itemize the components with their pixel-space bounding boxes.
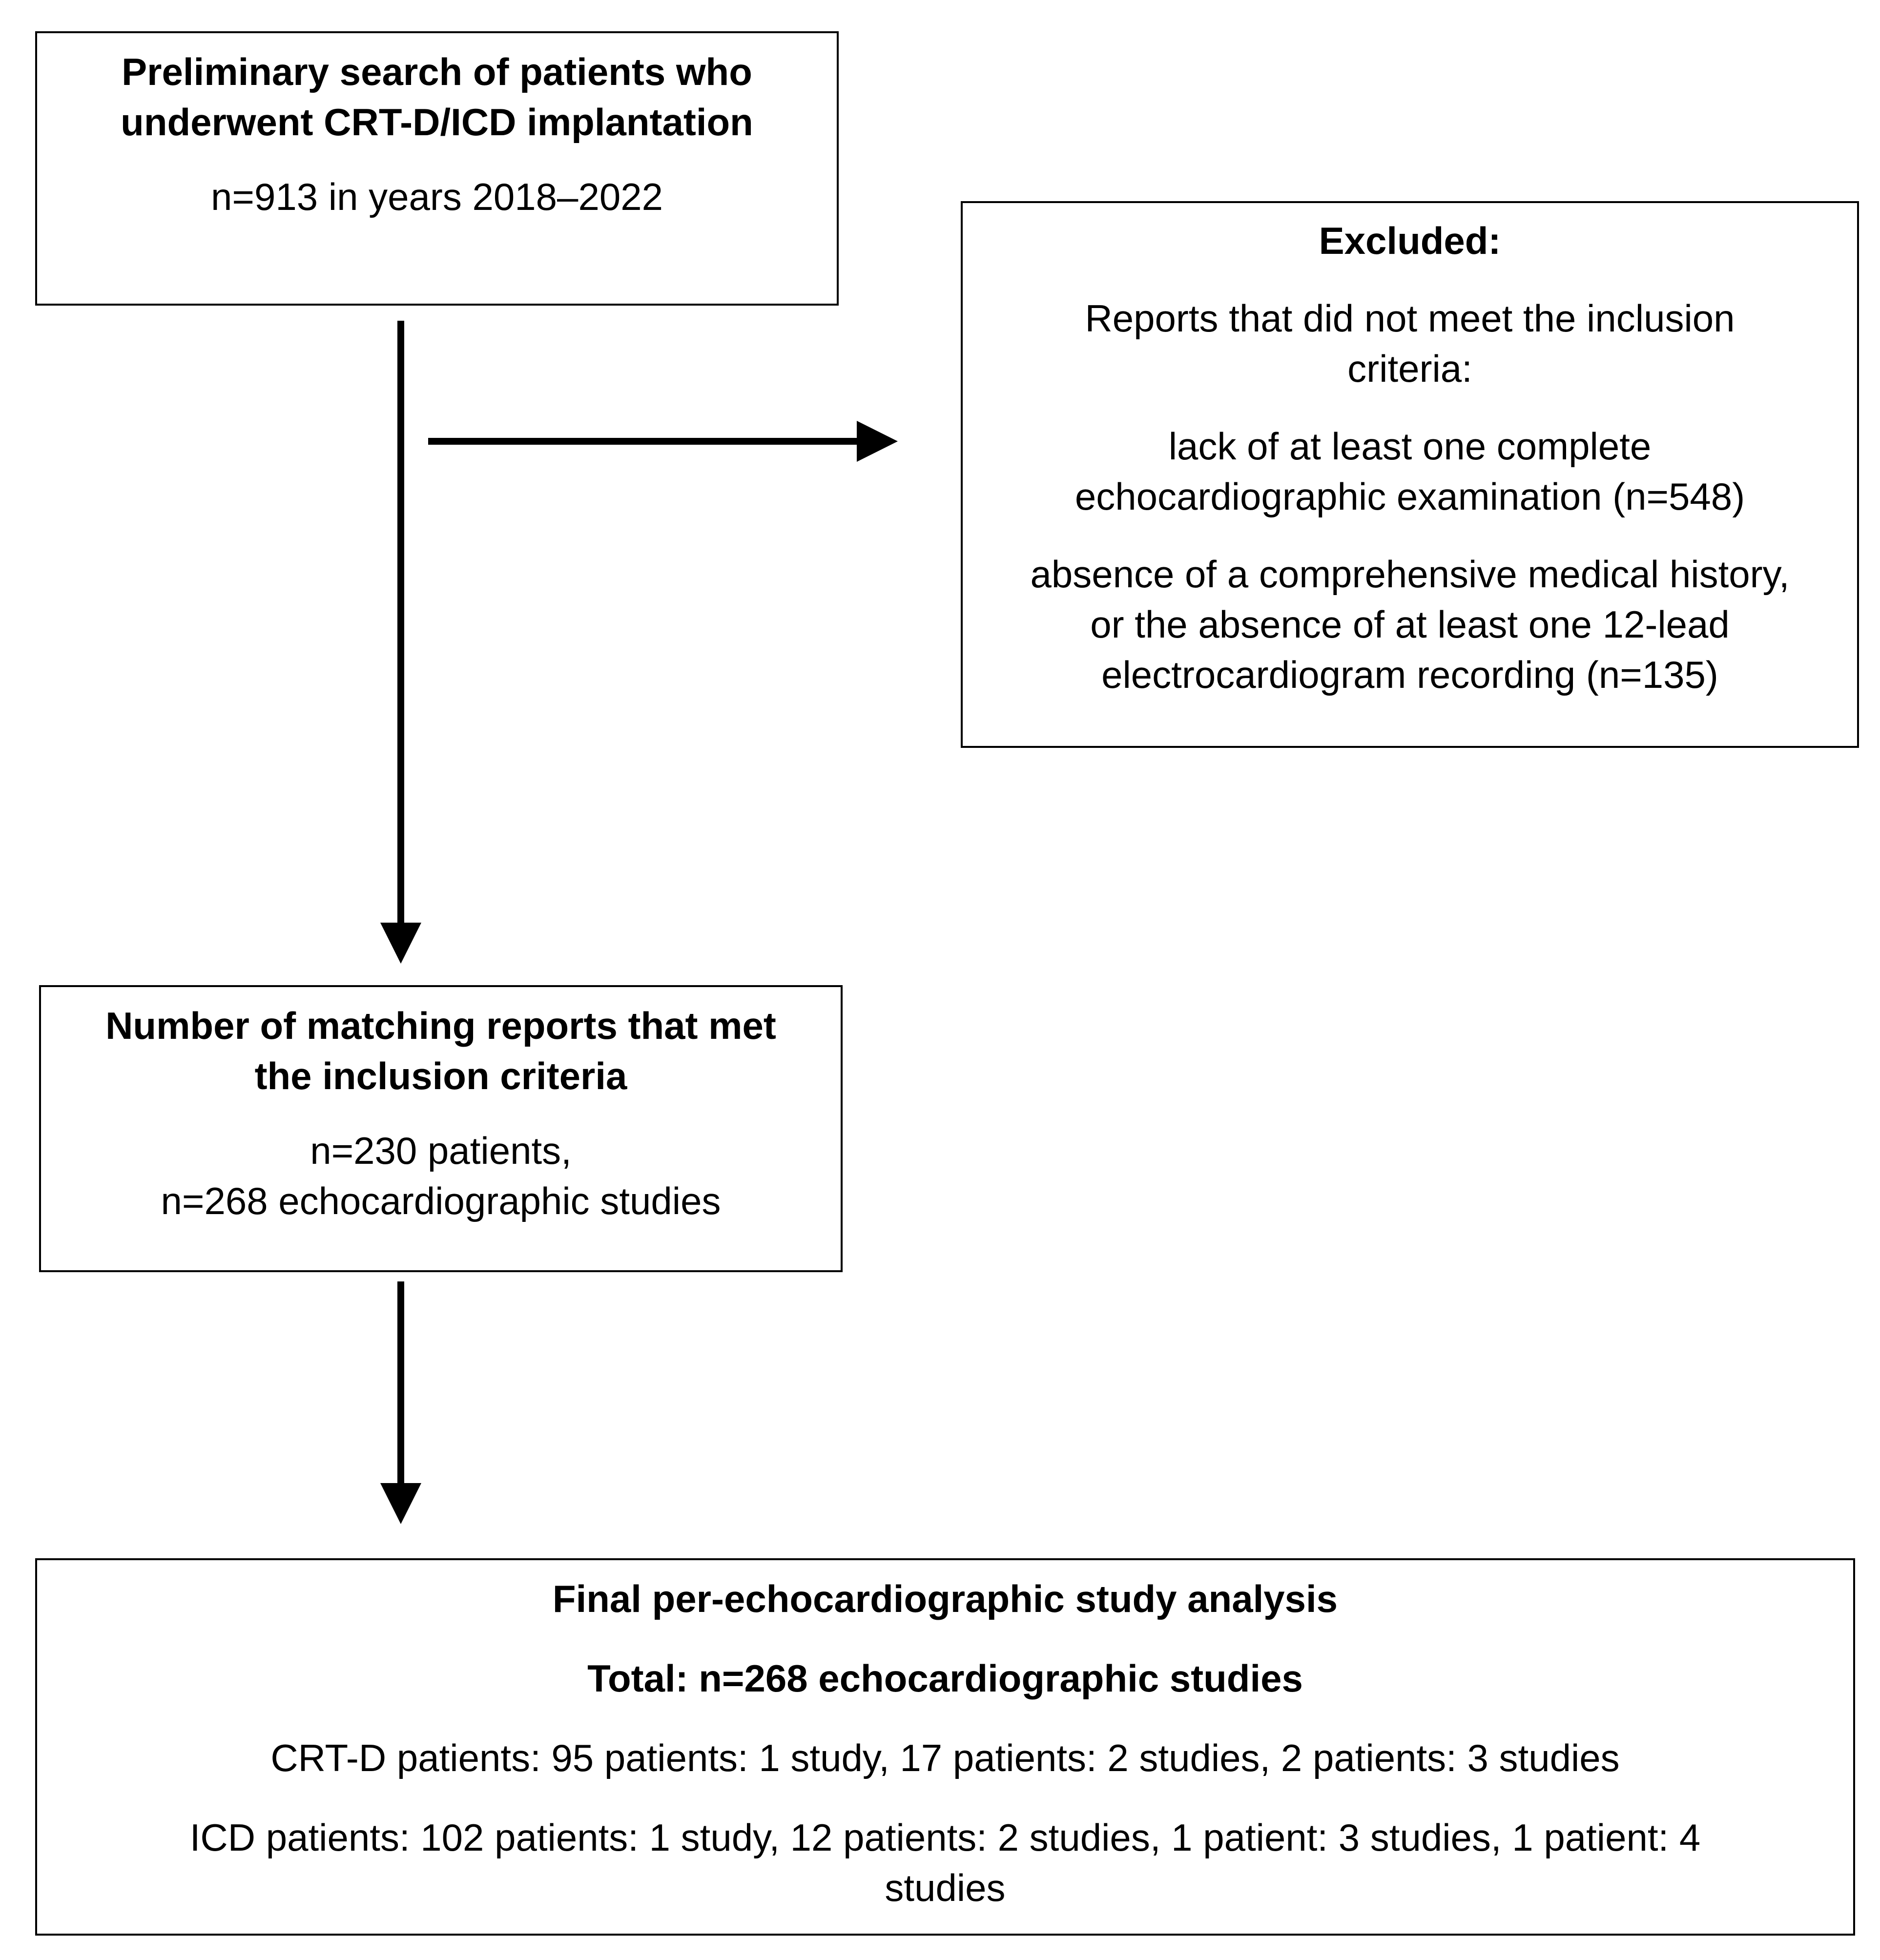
excluded-reason-line2: criteria:: [1347, 347, 1472, 390]
included-box: Number of matching reports that met the …: [39, 985, 843, 1272]
excluded-box: Excluded: Reports that did not meet the …: [961, 201, 1859, 748]
included-title-line2: the inclusion criteria: [254, 1054, 627, 1097]
included-count-line2: n=268 echocardiographic studies: [161, 1179, 721, 1222]
excluded-item2-line1: absence of a comprehensive medical histo…: [1030, 552, 1790, 596]
search-count: n=913 in years 2018–2022: [211, 175, 663, 218]
excluded-item1-line1: lack of at least one complete: [1168, 424, 1652, 468]
final-box: Final per-echocardiographic study analys…: [35, 1558, 1855, 1936]
excluded-item2-line2: or the absence of at least one 12-lead: [1090, 602, 1730, 646]
final-total: Total: n=268 echocardiographic studies: [587, 1656, 1303, 1700]
included-count-line1: n=230 patients,: [310, 1129, 572, 1172]
excluded-title: Excluded:: [1319, 219, 1501, 262]
excluded-item2-line3: electrocardiogram recording (n=135): [1101, 653, 1718, 696]
search-title-line2: underwent CRT-D/ICD implantation: [121, 100, 753, 144]
search-title-line1: Preliminary search of patients who: [122, 50, 752, 93]
final-crtd: CRT-D patients: 95 patients: 1 study, 17…: [270, 1736, 1620, 1779]
excluded-item1-line2: echocardiographic examination (n=548): [1074, 475, 1745, 518]
excluded-reason-line1: Reports that did not meet the inclusion: [1085, 296, 1735, 340]
search-box: Preliminary search of patients who under…: [35, 31, 839, 306]
included-title-line1: Number of matching reports that met: [105, 1004, 776, 1047]
final-icd-line1: ICD patients: 102 patients: 1 study, 12 …: [189, 1816, 1701, 1859]
final-icd-line2: studies: [885, 1866, 1006, 1909]
final-title: Final per-echocardiographic study analys…: [552, 1577, 1338, 1620]
